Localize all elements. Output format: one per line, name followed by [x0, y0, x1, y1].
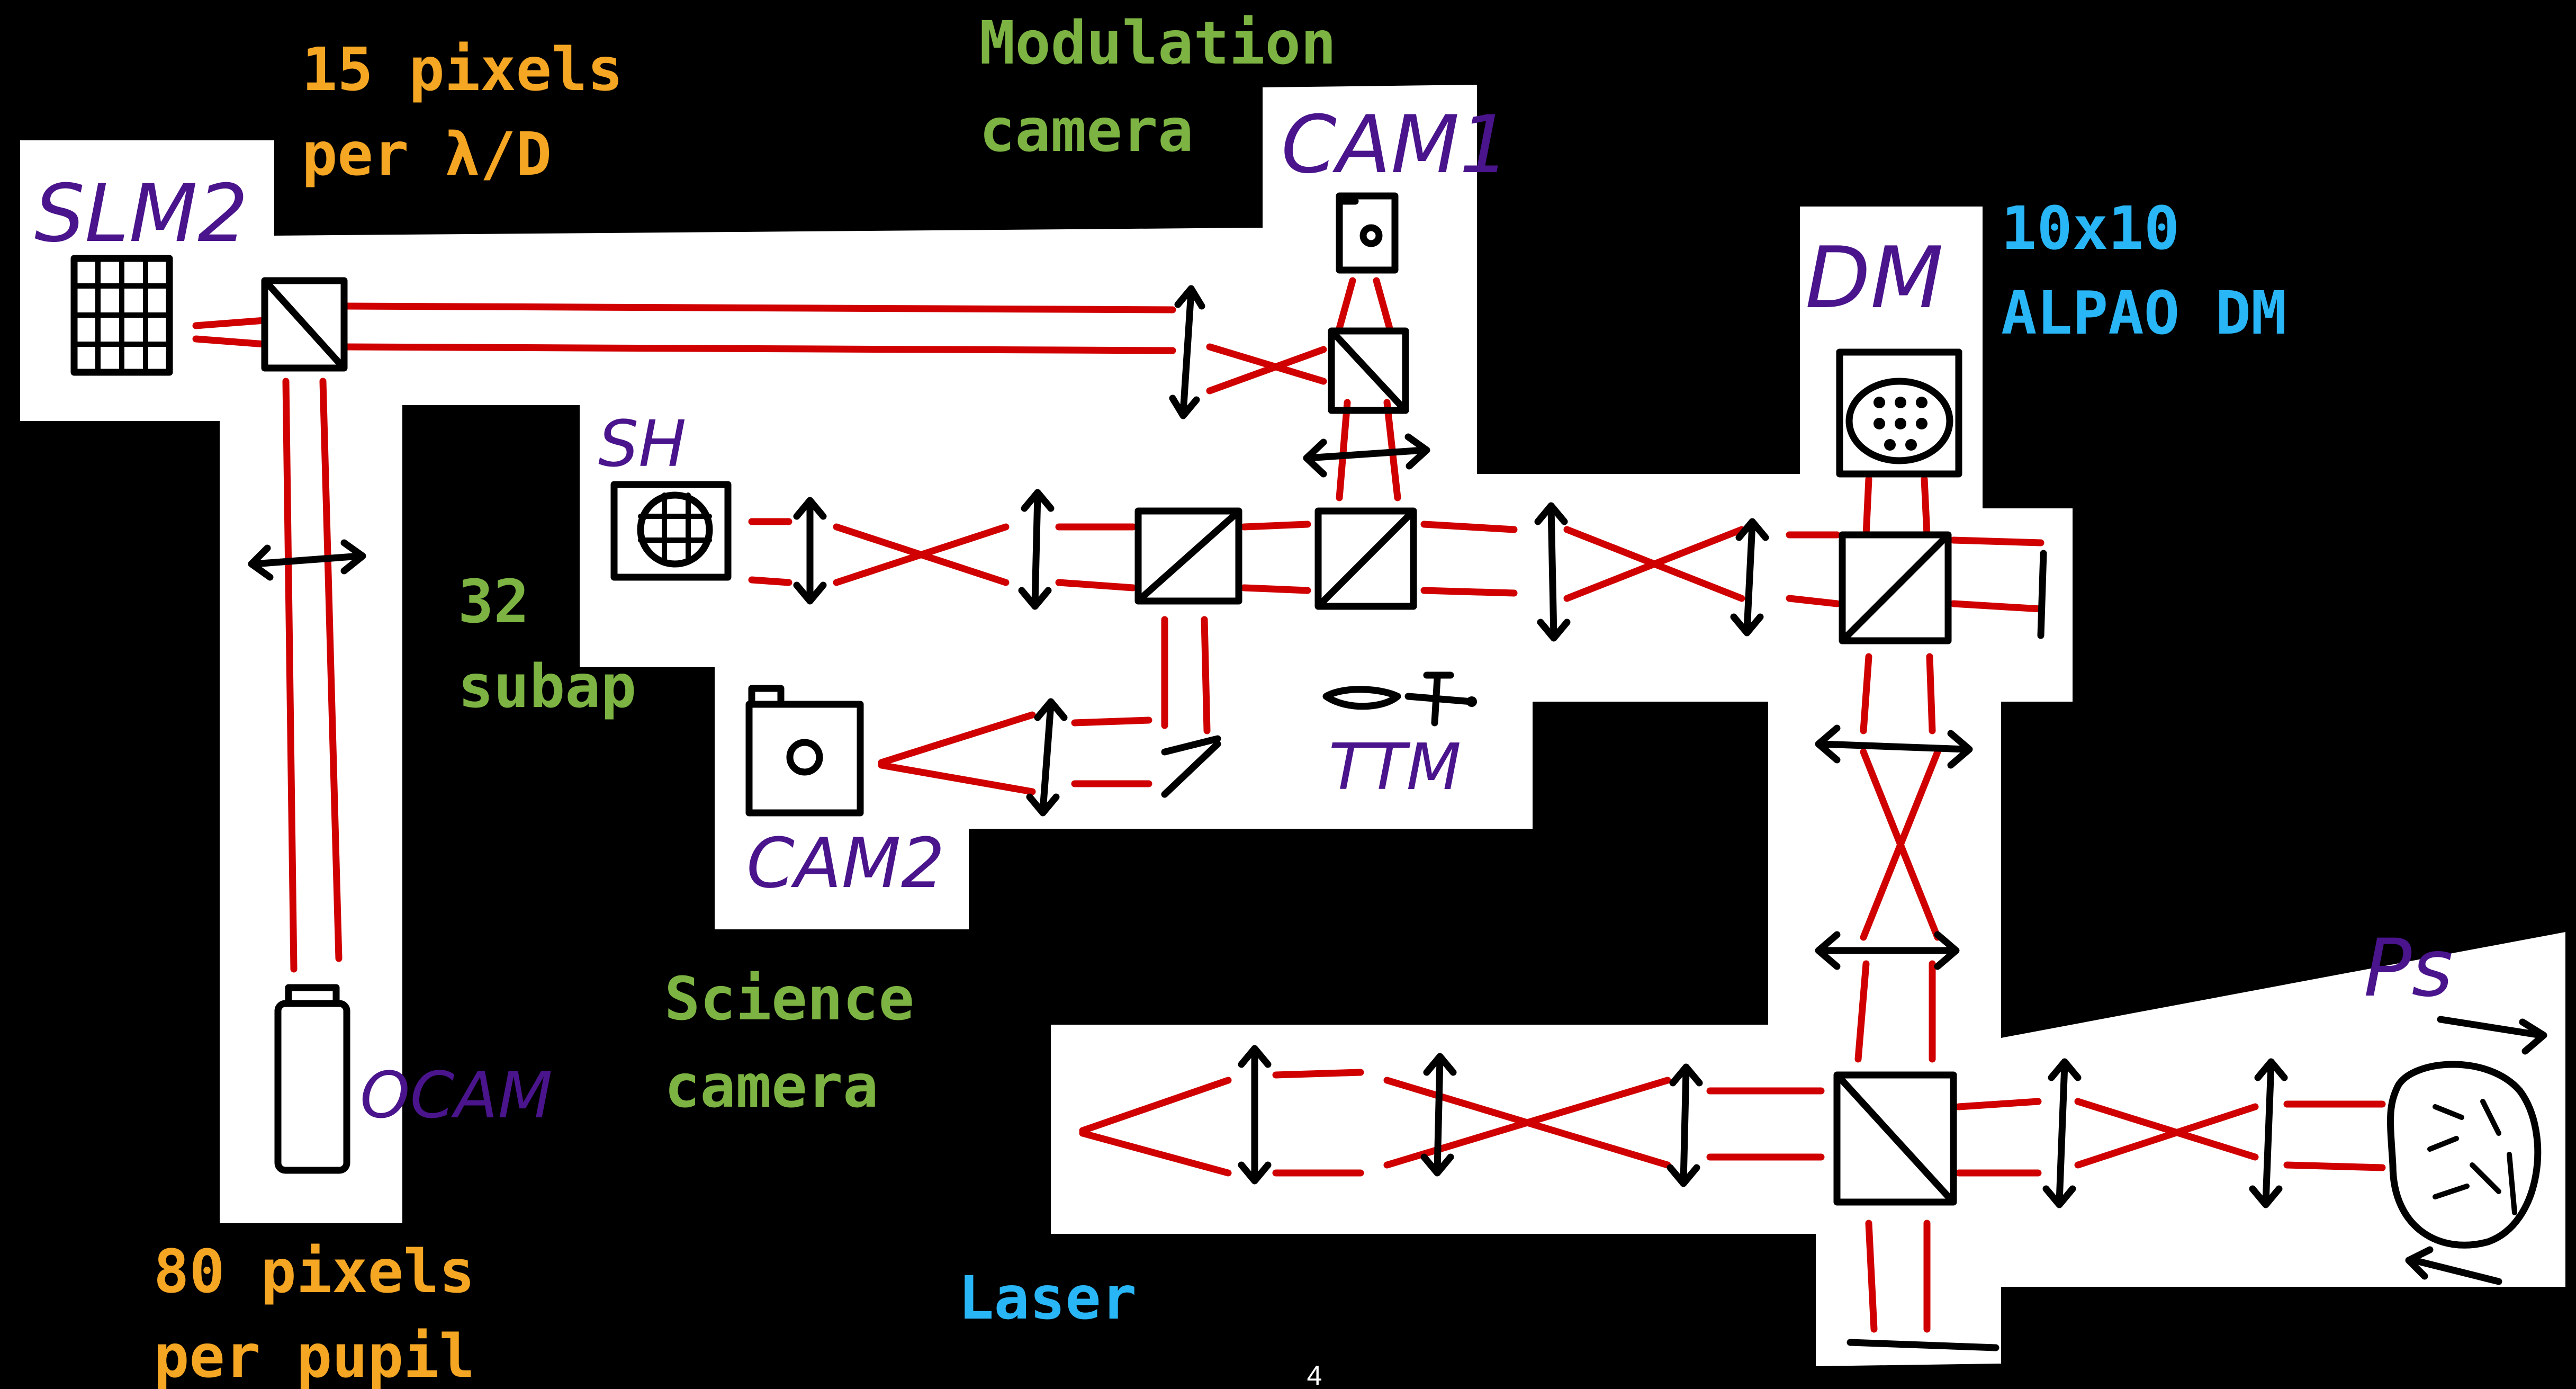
- ps-label: Ps: [2364, 922, 2453, 1015]
- sh-label: SH: [598, 408, 686, 481]
- pixels-lambda-line1: 15 pixels: [302, 35, 623, 104]
- beam-splitter-slm: [261, 277, 348, 372]
- beam-splitter-ttm: [1314, 507, 1417, 610]
- beam-splitter-cam1: [1328, 327, 1409, 414]
- ocam-icon: [274, 984, 350, 1174]
- laser-beams: [192, 277, 2386, 1333]
- beam-splitter-dm: [1839, 531, 1952, 644]
- cam1-label: CAM1: [1281, 99, 1510, 191]
- alpao-line2: ALPAO DM: [2001, 279, 2286, 348]
- laser-mirror: [1847, 1339, 1999, 1351]
- cam1-icon: [1336, 192, 1399, 274]
- sh-sensor-icon: [610, 481, 732, 581]
- optical-components: [70, 192, 2547, 1351]
- subap-line2: subap: [458, 652, 636, 721]
- pupil-line2: per pupil: [154, 1322, 475, 1389]
- dm-label: DM: [1805, 228, 1943, 327]
- cam2-icon: [745, 685, 864, 817]
- phase-screen-icon: [2387, 1016, 2547, 1285]
- laser-label: Laser: [958, 1264, 1137, 1333]
- pixels-lambda-line2: per λ/D: [302, 120, 552, 189]
- component-labels: SLM2 CAM1 DM SH TTM CAM2 OCAM Ps: [34, 99, 2453, 1133]
- beam-splitter-sh: [1134, 507, 1242, 605]
- beam-splitter-laser: [1833, 1071, 1957, 1206]
- modulation-line1: Modulation: [979, 9, 1336, 78]
- ttm-icon: [1322, 671, 1477, 727]
- dm-icon: [1836, 348, 1962, 478]
- ttm-label: TTM: [1329, 731, 1461, 804]
- annotations: 15 pixels per λ/D Modulation camera 10x1…: [154, 9, 2286, 1389]
- modulation-line2: camera: [979, 96, 1194, 165]
- ocam-label: OCAM: [360, 1059, 553, 1133]
- page-number: 4: [1307, 1360, 1322, 1389]
- slm-icon: [70, 255, 173, 376]
- slm-label: SLM2: [34, 168, 248, 260]
- cam2-label: CAM2: [746, 823, 945, 903]
- lenses: [248, 285, 2288, 1208]
- alpao-line1: 10x10: [2001, 194, 2179, 263]
- subap-line1: 32: [458, 568, 529, 637]
- science-line1: Science: [664, 965, 914, 1034]
- science-line2: camera: [664, 1052, 879, 1121]
- pupil-line1: 80 pixels: [154, 1238, 475, 1306]
